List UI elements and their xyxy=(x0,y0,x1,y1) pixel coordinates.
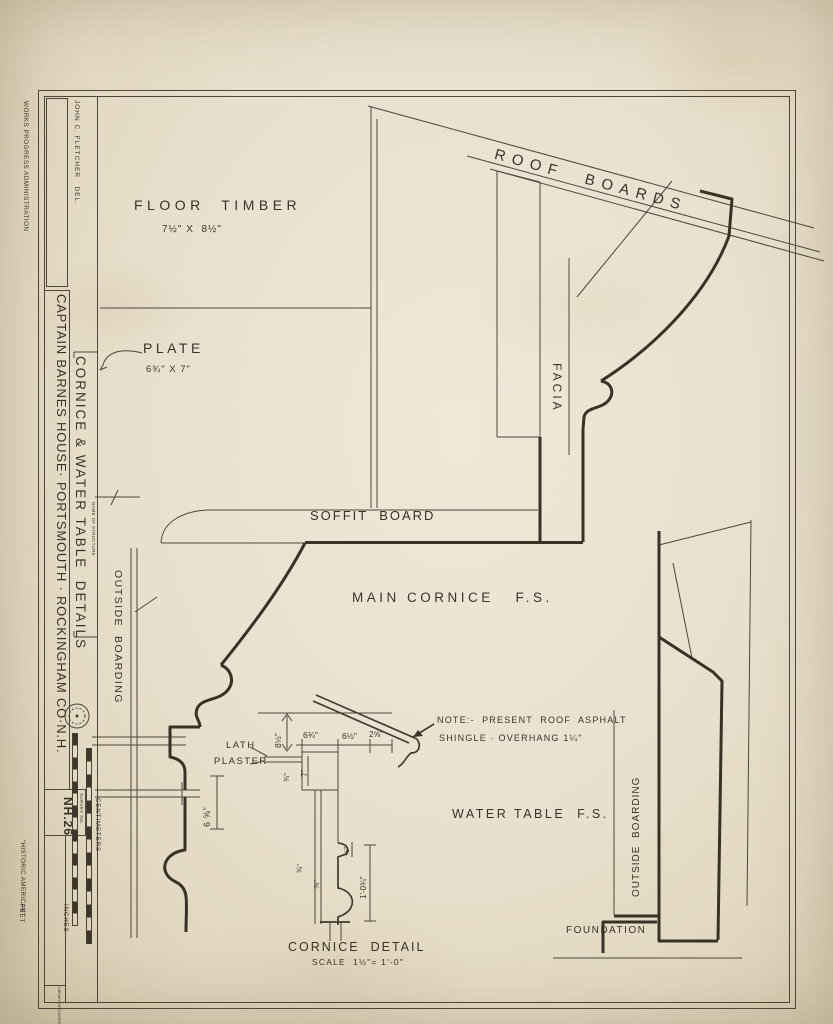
wpa-project-block: WORKS PROGRESS ADMINISTRATION OFFICIAL P… xyxy=(0,101,66,286)
water-table-linework xyxy=(553,519,752,959)
detail-dim-8half: 8½" xyxy=(273,733,283,748)
detail-dim-7: 7" xyxy=(299,769,309,777)
inches-label: INCHES xyxy=(62,904,69,933)
structure-name: CAPTAIN BARNES HOUSE· PORTSMOUTH · ROCKI… xyxy=(54,294,69,754)
main-cornice-label: MAIN CORNICE F.S. xyxy=(352,590,553,605)
survey-no-caption: SURVEY NO. xyxy=(79,793,84,825)
library-note: LIBRARY OF CONGRESS xyxy=(57,987,61,1024)
plate-dim: 6¾" X 7" xyxy=(146,364,191,375)
title-block-lines xyxy=(44,96,98,1003)
soffit-board-label: SOFFIT BOARD xyxy=(310,508,436,523)
detail-dim-6threequarter: 6¾" xyxy=(303,730,318,740)
sheet-title: CORNICE & WATER TABLE DETAILS xyxy=(73,356,88,651)
name-of-structure-caption: NAME OF STRUCTURE xyxy=(91,502,96,557)
detail-dim-half: ½" xyxy=(342,847,351,856)
foundation-label: FOUNDATION xyxy=(566,925,647,936)
sheet-border xyxy=(38,90,796,1009)
detail-dim-threequarter-plaster: ¾" xyxy=(282,773,291,782)
inches-feet-ruler-label: INCHES FEET xyxy=(0,904,105,960)
note-line2: SHINGLE · OVERHANG 1¼" xyxy=(439,733,583,743)
feet-label: FEET xyxy=(17,904,24,924)
main-cornice-profile xyxy=(163,189,734,933)
cornice-detail-scale: SCALE 1½"= 1'-0" xyxy=(312,957,405,967)
detail-dim-2fiveeighth: 2⅝" xyxy=(369,730,383,739)
outside-boarding-left-label: OUTSIDE BOARDING xyxy=(112,570,124,705)
inches-feet-ruler xyxy=(86,748,92,944)
survey-number: NH.26 xyxy=(61,797,75,837)
survey-stamp-icon xyxy=(64,703,90,729)
water-table-label: WATER TABLE F.S. xyxy=(452,807,609,821)
cornice-height-dim: 6 ⅝" xyxy=(202,806,212,827)
cornice-detail-label: CORNICE DETAIL xyxy=(288,940,426,954)
facia-label: FACIA xyxy=(550,363,564,413)
detail-dim-fiveeighth: ⅝" xyxy=(312,880,321,889)
detail-dim-6half: 6½" xyxy=(342,731,357,741)
plate-label: PLATE xyxy=(143,340,204,356)
outside-boarding-right-label: OUTSIDE BOARDING xyxy=(631,776,642,897)
note-line1: NOTE:- PRESENT ROOF ASPHALT xyxy=(437,715,627,725)
delineator-credit: JOHN C. FLETCHER DEL. xyxy=(73,100,80,205)
plaster-label: PLASTER xyxy=(214,756,268,767)
main-cornice-thin-lines xyxy=(92,105,825,938)
cornice-detail-linework xyxy=(249,694,435,941)
wpa-line1: WORKS PROGRESS ADMINISTRATION xyxy=(22,101,30,232)
detail-dim-1ft-threequarter: 1'-0¾" xyxy=(359,876,368,899)
floor-timber-dim: 7½" X 8½" xyxy=(162,224,222,235)
lath-label: LATH xyxy=(226,740,256,751)
floor-timber-label: FLOOR TIMBER xyxy=(134,197,302,213)
centimeter-ruler xyxy=(72,733,78,926)
detail-dim-threequarter: ¾" xyxy=(295,864,304,873)
